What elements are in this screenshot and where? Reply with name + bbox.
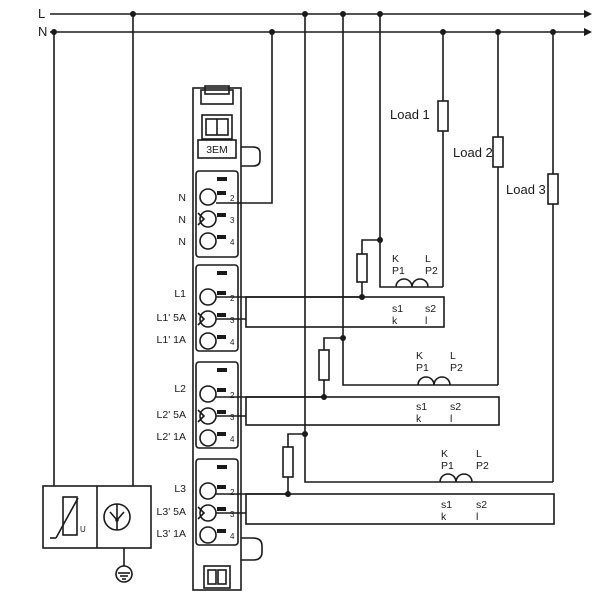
ct-label: L — [450, 350, 456, 362]
terminal-l3: L3 — [174, 483, 186, 495]
pin-number: 4 — [230, 338, 235, 347]
ct-l3-secondary-loop — [245, 493, 555, 525]
load-2-resistor-icon — [492, 136, 504, 168]
ct-label: K — [392, 253, 399, 265]
protection-device: U — [42, 14, 152, 583]
ct-label: l — [450, 413, 452, 425]
varistor-icon: U — [50, 496, 86, 539]
phase-l1-circuit: K P1 L P2 s1 k s2 l — [216, 14, 445, 328]
load-3-label: Load 3 — [506, 182, 546, 197]
ct-label: s1 — [416, 401, 427, 413]
supply-bus: L N — [38, 6, 592, 39]
earth-ground-icon — [115, 565, 133, 583]
ct-l3-coil-icon — [439, 473, 473, 483]
load-1-label: Load 1 — [390, 107, 430, 122]
ct-label: k — [416, 413, 422, 425]
ct-l2-coil-icon — [417, 376, 451, 386]
terminal-n-1: N — [178, 192, 186, 204]
bus-l-label: L — [38, 6, 45, 21]
meter-module: 3EM 2 3 4 N N N 2 3 4 L1 L1' 5A L1' 1A — [157, 85, 263, 591]
pin-number: 3 — [230, 510, 235, 519]
load-3-resistor-icon — [547, 173, 559, 205]
ct-label: P2 — [450, 362, 463, 374]
pin-number: 4 — [230, 435, 235, 444]
ct-label: P1 — [416, 362, 429, 374]
pin-number: 2 — [230, 294, 235, 303]
surge-arrester-icon — [103, 503, 131, 531]
terminal-l1-1a: L1' 1A — [157, 334, 186, 346]
pin-number: 2 — [230, 391, 235, 400]
pin-number: 3 — [230, 413, 235, 422]
pin-number: 2 — [230, 194, 235, 203]
varistor-u-label: U — [80, 525, 86, 534]
ct-label: s1 — [392, 303, 403, 315]
ct-label: l — [425, 315, 427, 327]
fuse-l1-icon — [356, 253, 368, 283]
pin-number: 3 — [230, 316, 235, 325]
ct-label: l — [476, 511, 478, 523]
module-label-plate — [197, 139, 237, 159]
ct-label: s2 — [476, 499, 487, 511]
terminal-block-n — [195, 170, 239, 258]
phase-l2-circuit: K P1 L P2 s1 k s2 l — [216, 14, 500, 426]
fuse-l3-icon — [282, 446, 294, 478]
loads: Load 1 Load 2 Load 3 — [390, 32, 559, 482]
load-2-label: Load 2 — [453, 145, 493, 160]
ct-label: P2 — [425, 265, 438, 277]
terminal-block-l1 — [195, 264, 239, 352]
n-terminal-wire — [216, 32, 273, 204]
pin-number: 3 — [230, 216, 235, 225]
terminal-n-3: N — [178, 236, 186, 248]
pin-number: 4 — [230, 532, 235, 541]
terminal-l1-5a: L1' 5A — [157, 312, 186, 324]
upper-release-tab — [241, 146, 261, 167]
fuse-l2-icon — [318, 349, 330, 381]
terminal-block-l3 — [195, 458, 239, 546]
phase-l3-circuit: K P1 L P2 s1 k s2 l — [216, 14, 555, 525]
terminal-l3-1a: L3' 1A — [157, 528, 186, 540]
ct-label: L — [476, 448, 482, 460]
terminal-l3-5a: L3' 5A — [157, 506, 186, 518]
terminal-n-2: N — [178, 214, 186, 226]
terminal-l2: L2 — [174, 383, 186, 395]
ct-label: P2 — [476, 460, 489, 472]
load-1-resistor-icon — [437, 100, 449, 132]
module-housing — [192, 87, 242, 591]
ct-label: P1 — [441, 460, 454, 472]
terminal-l2-1a: L2' 1A — [157, 431, 186, 443]
lower-release-tab — [241, 537, 263, 561]
ct-label: s1 — [441, 499, 452, 511]
ct-label: P1 — [392, 265, 405, 277]
ct-label: K — [441, 448, 448, 460]
ct-l1-secondary-loop — [245, 296, 445, 328]
pin-number: 4 — [230, 238, 235, 247]
pin-number: 2 — [230, 488, 235, 497]
terminal-l1: L1 — [174, 288, 186, 300]
ct-label: L — [425, 253, 431, 265]
ct-label: s2 — [425, 303, 436, 315]
ct-label: s2 — [450, 401, 461, 413]
n-arrow-icon — [584, 28, 592, 36]
ct-l2-secondary-loop — [245, 396, 500, 426]
l-arrow-icon — [584, 10, 592, 18]
ct-label: K — [416, 350, 423, 362]
terminal-block-l2 — [195, 361, 239, 449]
ct-l1-coil-icon — [395, 278, 429, 288]
terminal-l2-5a: L2' 5A — [157, 409, 186, 421]
bus-n-label: N — [38, 24, 47, 39]
module-name: 3EM — [206, 144, 228, 156]
ct-label: k — [441, 511, 447, 523]
ct-label: k — [392, 315, 398, 327]
